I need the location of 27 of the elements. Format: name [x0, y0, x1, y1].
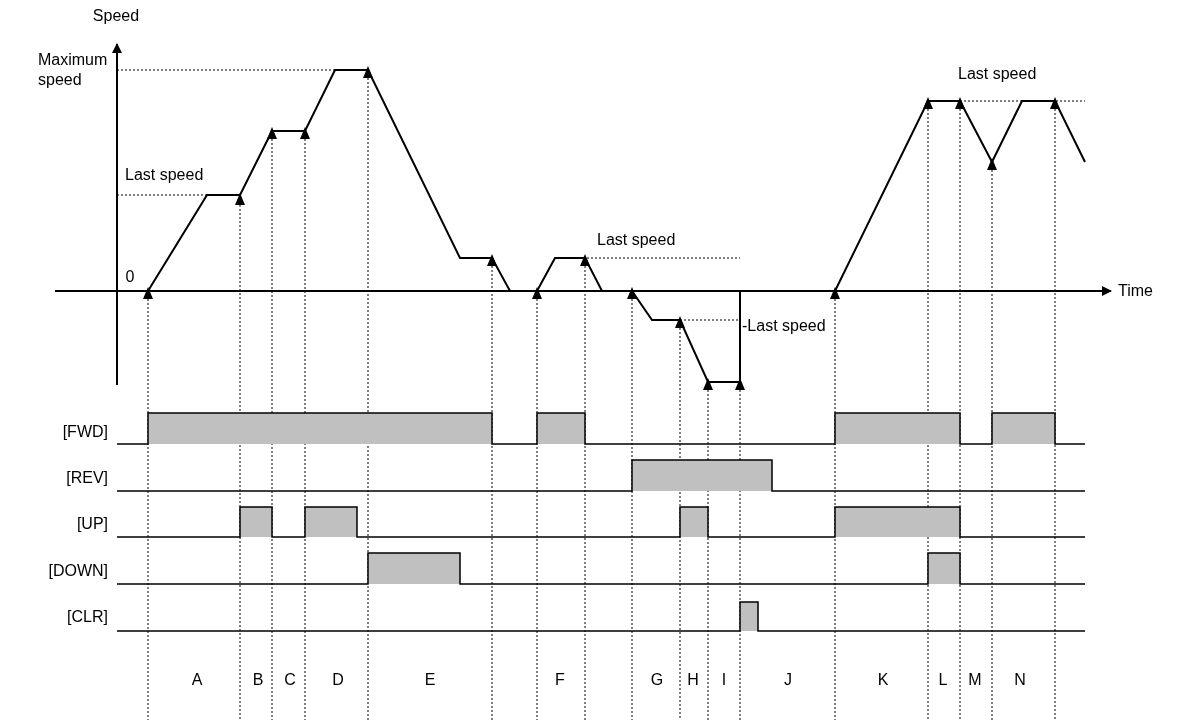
interval-label: K	[877, 670, 889, 690]
signal-label: [REV]	[66, 468, 108, 488]
axis-title: Time	[1118, 281, 1153, 301]
interval-label: F	[555, 670, 565, 690]
origin-label: 0	[125, 267, 135, 287]
interval-label: B	[252, 670, 264, 690]
interval-label: L	[938, 670, 948, 690]
signal-label: [FWD]	[62, 422, 108, 442]
interval-label: E	[424, 670, 436, 690]
interval-label: A	[191, 670, 203, 690]
speed-label: Last speed	[958, 64, 1037, 84]
interval-label: H	[687, 670, 699, 690]
signal-label: [CLR]	[67, 607, 108, 627]
interval-label: G	[650, 670, 664, 690]
speed-label: Maximum speed	[38, 50, 109, 90]
interval-label: J	[784, 670, 792, 690]
interval-label: N	[1014, 670, 1026, 690]
speed-label: Last speed	[597, 230, 676, 250]
interval-label: D	[332, 670, 344, 690]
interval-label: C	[284, 670, 296, 690]
signal-label: [DOWN]	[48, 561, 108, 581]
interval-label: M	[968, 670, 982, 690]
speed-label: -Last speed	[742, 316, 826, 336]
speed-label: Last speed	[125, 165, 204, 185]
signal-label: [UP]	[76, 514, 108, 534]
interval-label: I	[721, 670, 727, 690]
axis-title: Speed	[92, 6, 140, 26]
